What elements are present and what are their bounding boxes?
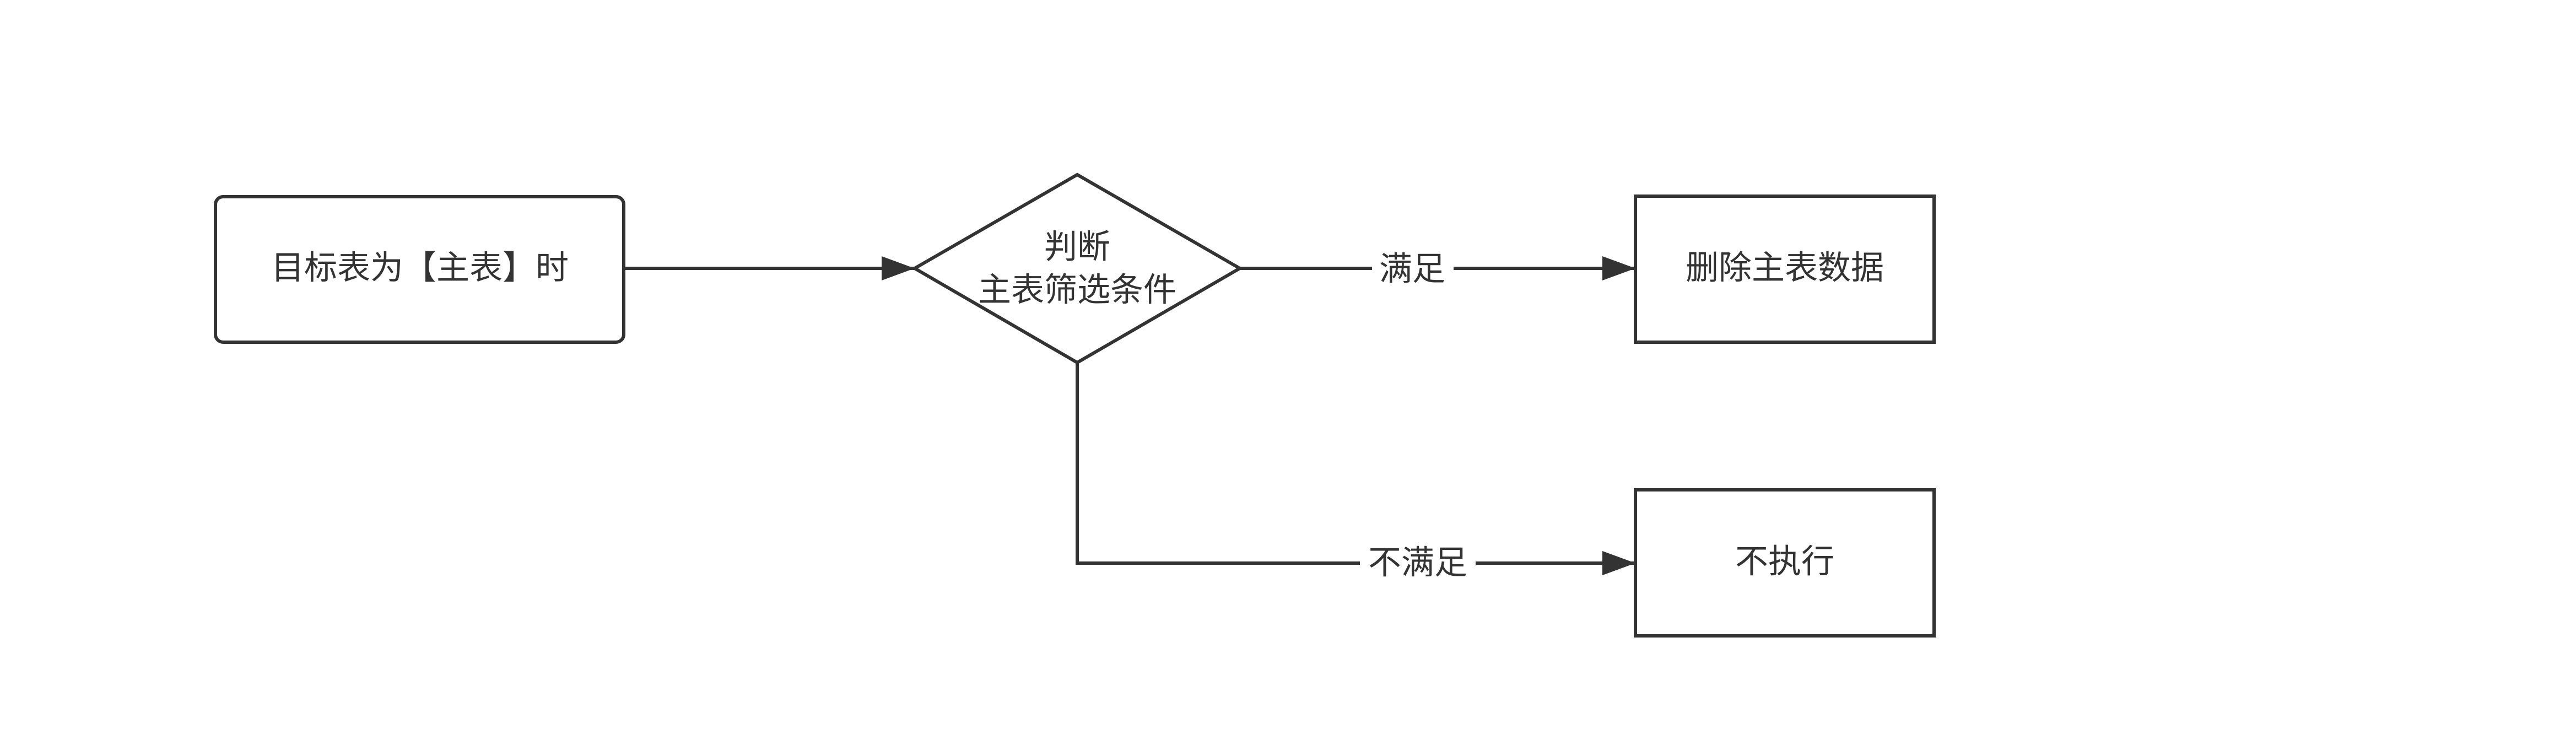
noop-node[interactable]: 不执行 [1634, 488, 1936, 638]
edge-label-no: 不满足 [1360, 543, 1476, 584]
decision-node-diamond [911, 172, 1243, 365]
edge-label-no-text: 不满足 [1368, 544, 1467, 582]
edge-label-yes-text: 满足 [1379, 250, 1445, 289]
decision-node-label-line1: 判断 [1044, 228, 1110, 267]
edge-label-no-bg [1360, 543, 1476, 584]
start-node[interactable]: 目标表为【主表】时 [214, 195, 625, 344]
start-node-label: 目标表为【主表】时 [271, 249, 569, 288]
noop-node-box [1634, 488, 1936, 638]
delete-node-box [1634, 195, 1936, 344]
decision-node-label-line2: 主表筛选条件 [978, 271, 1176, 310]
noop-node-label: 不执行 [1735, 543, 1834, 581]
start-node-box [214, 195, 625, 344]
edge-label-yes-bg [1372, 249, 1454, 290]
edge-decision-to-noop [1076, 363, 1635, 575]
delete-node[interactable]: 删除主表数据 [1634, 195, 1936, 344]
delete-node-label: 删除主表数据 [1686, 249, 1884, 288]
decision-node[interactable]: 判断 主表筛选条件 [911, 172, 1243, 365]
edge-label-yes: 满足 [1372, 249, 1454, 290]
